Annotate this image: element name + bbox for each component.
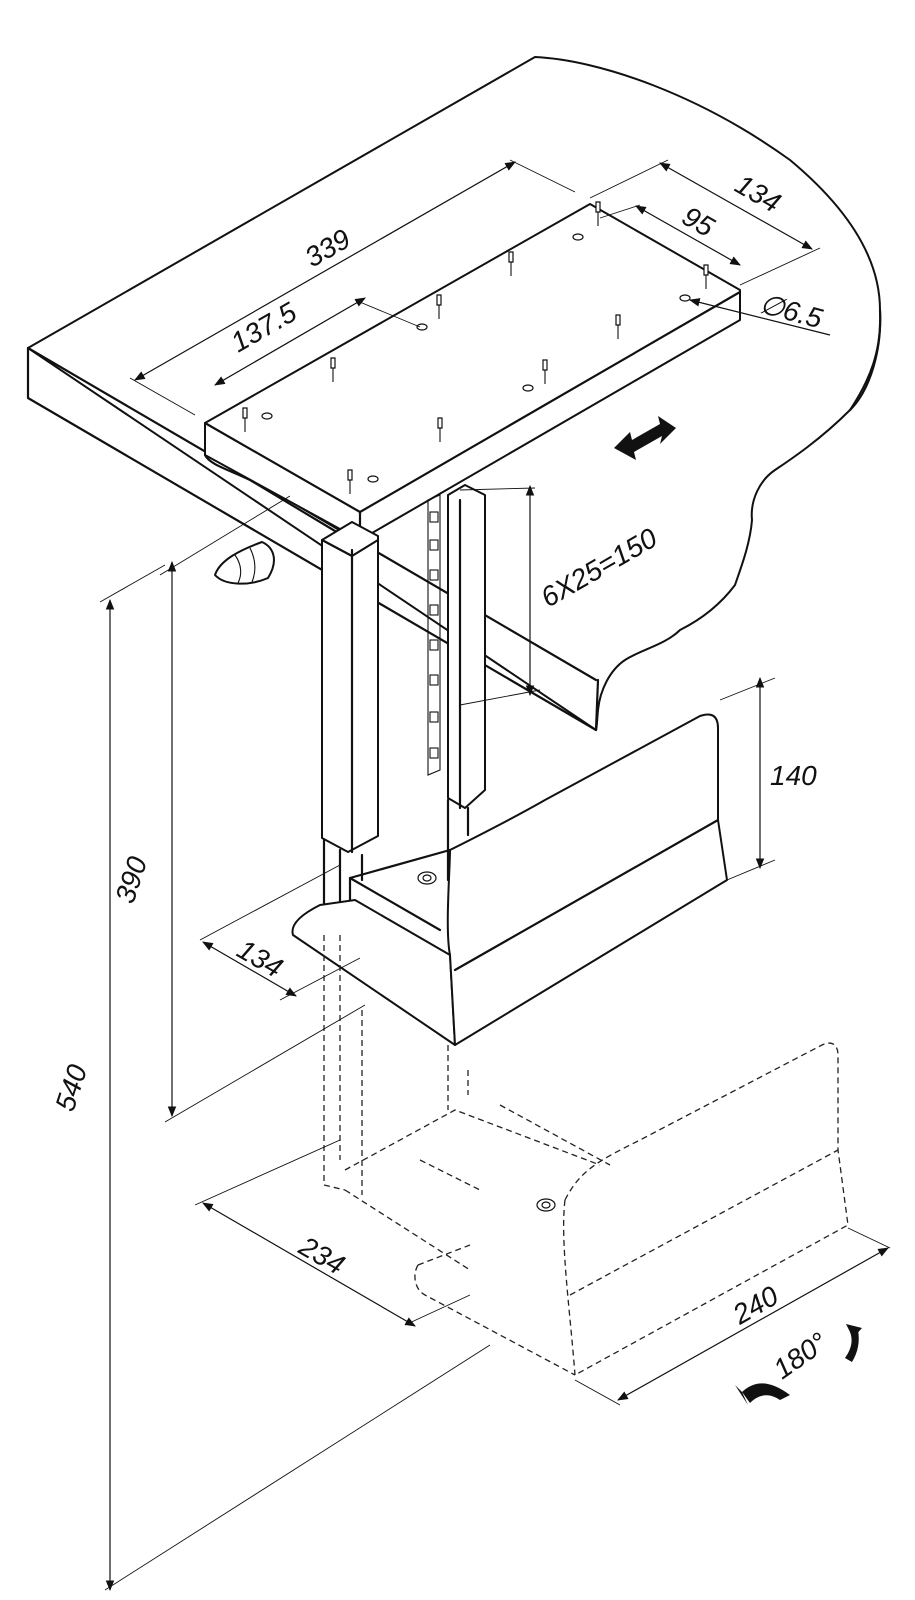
label-holder-length: 240 (727, 1280, 784, 1331)
rotation-arrows-icon (735, 1324, 862, 1405)
pc-holder (291, 713, 728, 1046)
label-max-height: 540 (49, 1060, 93, 1114)
label-holder-depth: 134 (232, 933, 288, 983)
label-rotation: 180° (768, 1326, 833, 1385)
rotated-holder-outline (323, 935, 849, 1376)
slide-arrow-icon (614, 416, 676, 460)
columns (320, 484, 486, 937)
dimension-lines (99, 159, 891, 1592)
label-min-height: 390 (109, 852, 153, 906)
adjustment-knob (214, 541, 275, 585)
label-width-range: 234 (293, 1230, 350, 1281)
label-holder-height: 140 (770, 760, 817, 791)
